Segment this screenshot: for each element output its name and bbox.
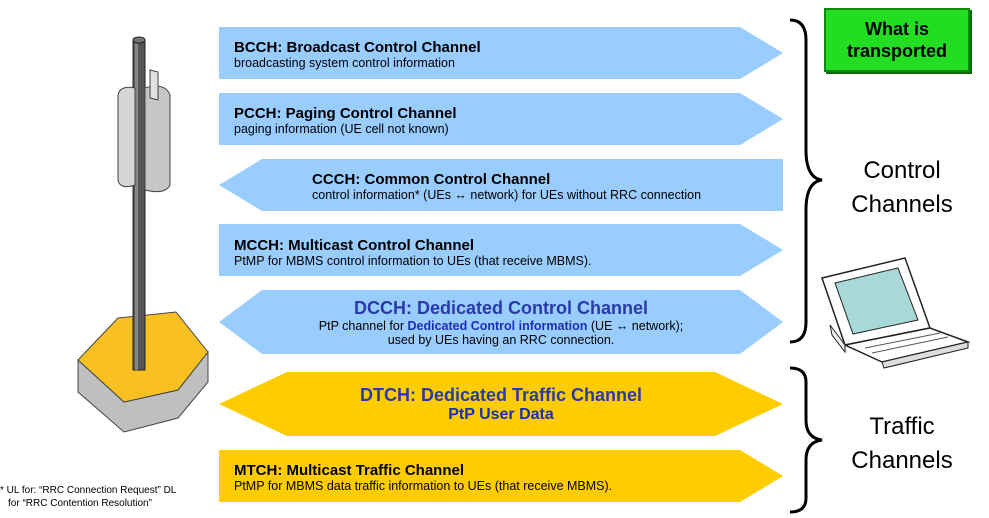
ccch-arrow [219, 159, 783, 211]
traffic-line2: Channels [851, 447, 953, 474]
bcch-arrow [219, 27, 783, 79]
dtch-arrow [219, 372, 783, 436]
mcch-arrow [219, 224, 783, 276]
dtch-label: DTCH: Dedicated Traffic Channel PtP User… [287, 385, 715, 424]
footnote-line1: * UL for: “RRC Connection Request” DL [0, 485, 177, 496]
footnote: * UL for: “RRC Connection Request” DL fo… [0, 484, 176, 510]
dcch-desc-line2: used by UEs having an RRC connection. [387, 333, 615, 347]
mtch-title: MTCH: Multicast Traffic Channel [234, 462, 465, 479]
mcch-label: MCCH: Multicast Control Channel PtMP for… [234, 237, 592, 268]
antenna-icon [77, 36, 209, 433]
control-line1: Control [863, 157, 941, 184]
mcch-desc: PtMP for MBMS control information to UEs… [234, 254, 592, 268]
control-line2: Channels [851, 191, 953, 218]
dcch-desc: PtP channel for Dedicated Control inform… [262, 319, 740, 333]
mtch-label: MTCH: Multicast Traffic Channel PtMP for… [234, 462, 612, 493]
bcch-label: BCCH: Broadcast Control Channel broadcas… [234, 39, 481, 70]
dtch-title: DTCH: Dedicated Traffic Channel [359, 385, 643, 405]
dcch-label: DCCH: Dedicated Control Channel PtP chan… [262, 298, 740, 347]
mcch-title: MCCH: Multicast Control Channel [234, 237, 474, 254]
what-box-line1: What is [864, 19, 929, 39]
control-channels-label: Control Channels [834, 154, 970, 222]
bcch-title: BCCH: Broadcast Control Channel [234, 39, 481, 56]
traffic-brace [789, 366, 823, 514]
traffic-line1: Traffic [869, 413, 935, 440]
ccch-title: CCCH: Common Control Channel [312, 171, 551, 188]
ccch-desc: control information* (UEs ↔ network) for… [312, 188, 702, 202]
dtch-sub: PtP User Data [448, 406, 554, 423]
pcch-desc: paging information (UE cell not known) [234, 122, 449, 136]
laptop-icon [821, 257, 971, 369]
pcch-title: PCCH: Paging Control Channel [234, 105, 457, 122]
dcch-title: DCCH: Dedicated Control Channel [353, 298, 648, 318]
what-box-line2: transported [846, 41, 947, 61]
traffic-channels-label: Traffic Channels [834, 410, 970, 478]
pcch-label: PCCH: Paging Control Channel paging info… [234, 105, 457, 136]
ccch-label: CCCH: Common Control Channel control inf… [312, 171, 701, 202]
pcch-arrow [219, 93, 783, 145]
dcch-arrow [219, 290, 783, 354]
what-is-transported-box: What is transported [824, 8, 970, 72]
footnote-line2: for “RRC Contention Resolution” [8, 498, 152, 509]
control-brace [789, 18, 823, 344]
mtch-desc: PtMP for MBMS data traffic information t… [234, 479, 613, 493]
dcch-desc-pre: PtP channel for [318, 319, 408, 333]
dcch-desc-em: Dedicated Control information [407, 319, 588, 333]
mtch-arrow [219, 450, 783, 502]
bcch-desc: broadcasting system control information [234, 56, 455, 70]
dcch-desc-post: (UE ↔ network); [587, 319, 684, 333]
